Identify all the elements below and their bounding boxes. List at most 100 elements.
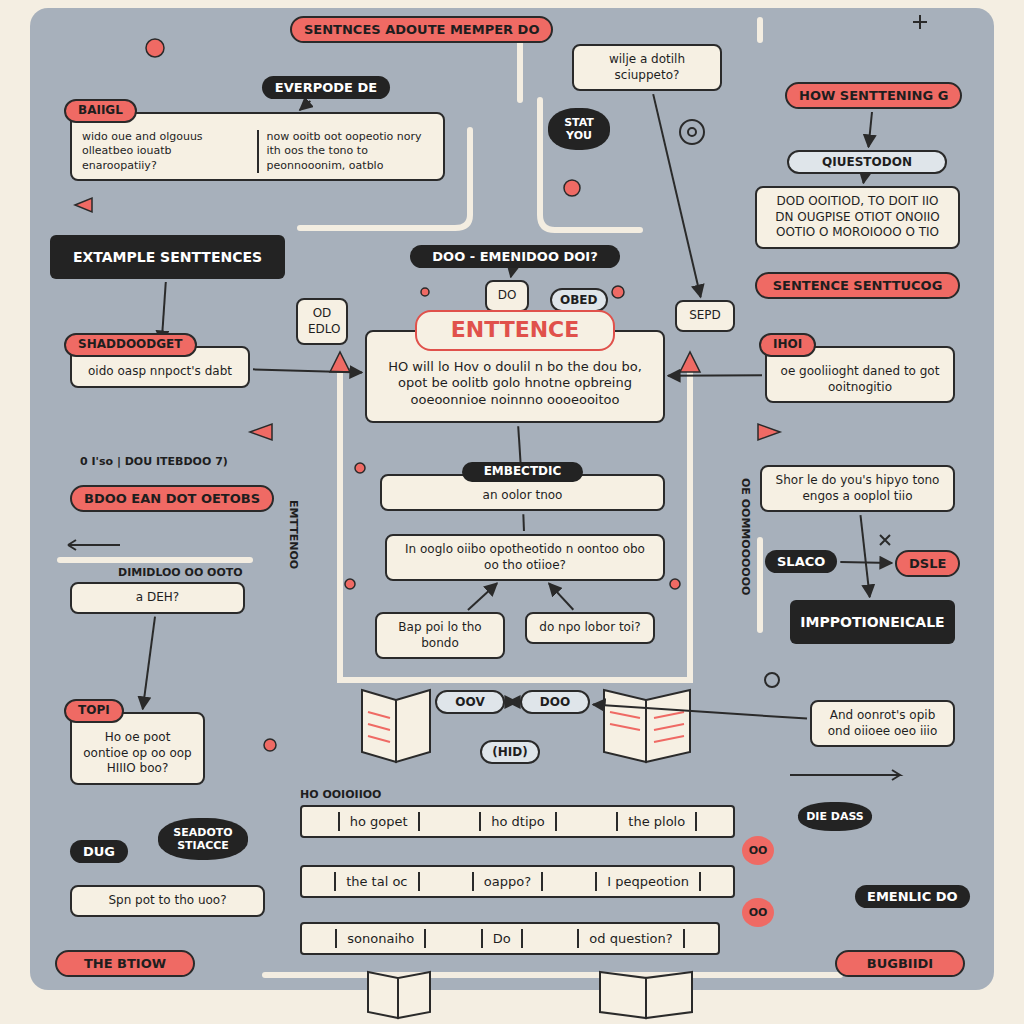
pale-pill: (HID) [480,740,540,764]
red-pill: HOW SENTTENING G [785,82,962,109]
node-text: Spn pot to tho uoo? [82,893,253,909]
node-text: a DEH? [82,590,233,606]
node-text: In ooglo oiibo opotheotido n oontoo obo … [397,542,653,573]
node-text: Do [481,929,523,948]
dark-pill: DOO - EMENIDOO DOI? [410,245,620,268]
node-text: HOW SENTTENING G [799,88,948,103]
node-text: wido oue and olgouus olleatbeo iouatb en… [82,130,249,173]
node-text: HO will lo Hov o doulil n bo the dou bo,… [381,359,649,410]
two-column-box: BAIIGLwido oue and olgouus olleatbeo iou… [70,112,445,181]
pale-pill: DOO [520,690,590,714]
headed-box: IHOIoe gooliioght daned to got ooitnogit… [765,346,955,403]
node-text: now ooitb oot oopeotio nory ith oos the … [257,130,434,173]
connector [860,515,869,597]
column-row: wido oue and olgouus olleatbeo iouatb en… [82,130,433,173]
node-text: DOO [530,695,580,709]
node-text: wilje a dotilh sciuppeto? [584,52,710,83]
node-text: DOD OOITIOD, TO DOIT IIO DN OUGPISE OTIO… [767,194,948,241]
node-text: ho dtipo [479,812,557,831]
red-pill: SENTENCE SENTTUCOG [755,272,960,299]
connector [511,271,512,277]
text-box: SEPD [675,300,735,332]
box-heading: EMBECTDIC [462,462,584,482]
node-text: SEADOTO STIACCE [164,826,242,852]
node-text: DUG [82,844,116,859]
node-text: EVERPODE DE [274,80,378,95]
headed-box: TOPIHo oe poot oontioe op oo oop HIIIO b… [70,712,205,785]
text-box: Bap poi lo tho bondo [375,612,505,659]
arrow-band: sononaiho Do od question? [300,922,720,955]
node-text: OD EDLO [308,306,336,337]
text-box: And oonrot's opib ond oiioee oeo iiio [810,700,955,747]
text-box: Shor le do you's hipyo tono engos a oopl… [760,465,955,512]
pale-pill: OOV [435,690,505,714]
text-box: OD EDLO [296,298,348,345]
red-pill: BDOO EAN DOT OETOBS [70,485,274,512]
speech-bubble: SEADOTO STIACCE [158,818,248,860]
node-text: DIE DASS [804,810,866,823]
note-label: DIMIDLOO OO OOTO [118,566,243,579]
node-text: THE BTIOW [69,956,181,971]
connector [300,101,311,110]
headed-box: SHADDOODGEToido oasp nnpoct's dabt [70,346,250,388]
node-text: OBED [560,293,598,307]
note-label: HO OOIOIIOO [300,788,381,801]
box-heading: SHADDOODGET [64,333,197,357]
node-text: the plolo [616,812,697,831]
connector [508,701,517,703]
dark-pill: EVERPODE DE [262,76,390,99]
node-text: OO [742,906,774,919]
node-text: SEPD [687,308,723,324]
node-text: ho gopet [338,812,420,831]
arrow-band: ho gopet ho dtipo the plolo [300,805,735,838]
red-circle: OO [742,836,774,865]
connector [253,369,362,372]
node-text: DSLE [909,556,946,571]
node-text: DOO - EMENIDOO DOI? [422,249,608,264]
red-pill: SENTNCES ADOUTE MEMPER DO [290,16,553,43]
box-heading: TOPI [64,699,124,723]
node-text: SENTENCE SENTTUCOG [769,278,946,293]
node-text: SENTNCES ADOUTE MEMPER DO [304,22,539,37]
connector [549,583,573,609]
pale-pill: OBED [550,288,608,312]
node-text: od question? [577,929,684,948]
node-text: an oolor tnoo [392,488,653,504]
dark-box: IMPPOTIONEICALE [790,600,955,644]
node-text: oappo? [472,872,543,891]
red-circle: OO [742,898,774,927]
text-box: a DEH? [70,582,245,614]
connector [653,94,700,297]
connector [868,112,872,147]
node-text: the tal oc [334,872,419,891]
node-text: do npo lobor toi? [537,620,643,636]
dark-box: EXTAMPLE SENTTENCES [50,235,285,279]
node-text: And oonrot's opib ond oiioee oeo iiio [822,708,943,739]
dark-pill: EMENLIC DO [855,885,970,908]
main-box: ENTTENCEHO will lo Hov o doulil n bo the… [365,330,665,423]
headed-box: EMBECTDICan oolor tnoo [380,474,665,511]
box-heading: BAIIGL [64,99,137,123]
node-text: STAT YOU [554,116,604,142]
node-text: Bap poi lo tho bondo [387,620,493,651]
node-text: I peqpeotion [595,872,701,891]
note-label: 0 I'so | DOU ITEBDOO 7) [80,455,228,468]
node-text: Ho oe poot oontioe op oo oop HIIIO boo? [82,730,193,777]
dark-pill: DUG [70,840,128,863]
speech-bubble: DIE DASS [798,802,872,831]
box-heading: ENTTENCE [415,310,616,351]
connector [468,583,497,610]
connector [143,617,155,709]
pale-pill: QIUESTODON [787,150,947,174]
note-label: EMTTENOO [287,500,300,569]
node-text: (HID) [490,745,530,759]
node-text: oido oasp nnpoct's dabt [82,364,238,380]
speech-bubble: STAT YOU [548,108,610,150]
red-pill: DSLE [895,550,960,577]
node-text: BUGBIIDI [849,956,951,971]
node-text: sononaiho [335,929,426,948]
node-text: DO [497,288,517,304]
text-box: DOD OOITIOD, TO DOIT IIO DN OUGPISE OTIO… [755,186,960,249]
box-heading: IHOI [759,333,816,357]
connector [522,514,525,531]
